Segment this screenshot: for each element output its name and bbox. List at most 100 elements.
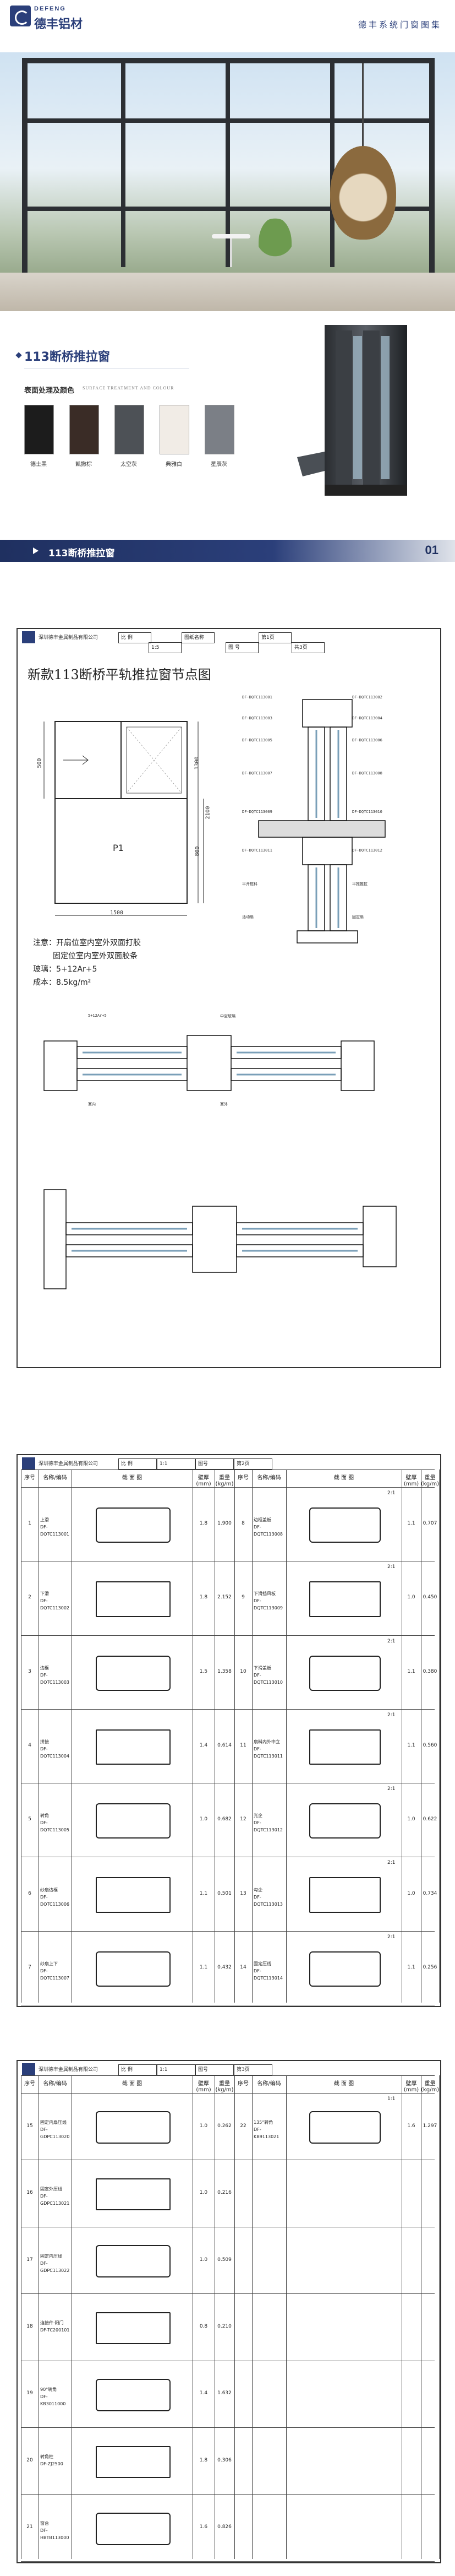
grid-line [21, 1635, 435, 1636]
weight: 0.256 [423, 1964, 437, 1970]
company-name: 深圳德丰金属制品有限公司 [39, 635, 98, 641]
grid-line [439, 2075, 440, 2559]
profile-section [309, 2111, 381, 2144]
profile-section [309, 1877, 381, 1913]
scale-label: 2:1 [387, 1786, 396, 1792]
dim-side: 500 [36, 758, 43, 768]
row-number: 22 [240, 2123, 246, 2129]
scale-label: 2:1 [387, 1490, 396, 1496]
grid-line [21, 2561, 435, 2562]
title-block-cell: 图号 [195, 2064, 234, 2075]
banner-title: 113断桥推拉窗 [48, 548, 115, 559]
dim-width: 1500 [110, 910, 124, 916]
color-swatch [114, 405, 144, 454]
grid-line [21, 1930, 435, 1932]
weight: 0.210 [217, 2324, 232, 2329]
color-swatch [69, 405, 99, 454]
scale-label: 1:1 [387, 2096, 396, 2102]
company-logo-icon [22, 1457, 35, 1469]
profile-code-label: DF-DQTC113008 [352, 771, 382, 775]
row-number: 20 [26, 2457, 33, 2463]
wall-thickness: 1.8 [199, 1521, 208, 1527]
weight: 0.306 [217, 2457, 232, 2463]
title-block-cell: 比 例 [118, 1458, 157, 1469]
table-header: 名称/编码 [43, 2081, 67, 2087]
brand-logo-en: DEFENG [34, 6, 66, 12]
weight: 0.216 [217, 2190, 232, 2196]
grid-line [286, 2075, 287, 2559]
window-elevation [43, 721, 204, 916]
weight: 0.707 [423, 1521, 437, 1527]
grid-line [21, 1469, 435, 1470]
color-swatch [160, 405, 189, 454]
company-logo-icon [22, 2063, 35, 2075]
profile-section [96, 2111, 171, 2144]
part-name: 下滑盖板 DF-DQTC113010 [254, 1665, 283, 1685]
part-name: 纱扇边框 DF-DQTC113006 [40, 1887, 69, 1907]
wall-thickness: 1.6 [199, 2524, 208, 2530]
profile-section [309, 1581, 381, 1617]
wall-thickness: 0.8 [199, 2324, 208, 2329]
part-name: 固定压线 DF-DQTC113014 [254, 1961, 283, 1981]
part-name: 上滑 DF-DQTC113001 [40, 1517, 69, 1537]
row-number: 13 [240, 1890, 246, 1896]
table-header: 重量 (kg/m) [215, 1475, 234, 1487]
weight: 0.622 [423, 1816, 437, 1823]
title-block-cell: 图号 [195, 1458, 234, 1469]
part-name: 纱扇上下 DF-DQTC113007 [40, 1961, 69, 1981]
brand-logo-cn: 德丰铝材 [34, 18, 83, 31]
diamond-icon [15, 352, 22, 359]
plant-icon [259, 218, 292, 267]
grid-line [21, 1487, 435, 1488]
profile-code-label: DF-DQTC113002 [352, 695, 382, 699]
title-block-cell: 第3页 [234, 2064, 272, 2075]
wall-thickness: 1.0 [199, 2190, 208, 2196]
grid-line [21, 2494, 435, 2495]
table-header: 壁厚 (mm) [403, 1475, 419, 1487]
table-header: 壁厚 (mm) [196, 2081, 211, 2093]
profile-section [309, 1803, 381, 1839]
color-swatch-name: 凯撒棕 [75, 462, 92, 468]
title-block-cell: 比 例 [118, 2064, 157, 2075]
profile-code-label: DF-DQTC113003 [242, 716, 272, 720]
profile-code-label: DF-DQTC113010 [352, 810, 382, 814]
brand-header [0, 0, 455, 52]
profile-code-label: DF-DQTC113001 [242, 695, 272, 699]
row-number: 17 [26, 2257, 33, 2263]
note-1: 注意：开扇位室内室外双面打胶 [33, 939, 141, 947]
profile-code-label: DF-DQTC113004 [352, 716, 382, 720]
row-number: 15 [26, 2123, 33, 2129]
row-number: 8 [242, 1521, 245, 1527]
company-logo-icon [22, 631, 35, 643]
profile-section [96, 1655, 171, 1691]
title-block-cell: 共3页 [292, 642, 325, 653]
grid-line [286, 1469, 287, 2003]
title-block-cell: 1:1 [157, 1458, 195, 1469]
row-number: 5 [28, 1816, 31, 1823]
title-block-cell: 图 号 [226, 642, 259, 653]
color-swatch-name: 德士黑 [30, 462, 47, 468]
horizontal-section-drawing-2 [43, 1189, 397, 1289]
note-2: 固定位室内室外双面胶条 [53, 952, 138, 961]
color-swatch [24, 405, 54, 454]
profile-section [96, 2512, 171, 2545]
hero-photo [0, 52, 455, 311]
part-name: 固定内压线 DF-GDPC113022 [40, 2253, 70, 2273]
part-name: 拼接 DF-DQTC113004 [40, 1739, 69, 1759]
weight: 1.900 [217, 1521, 232, 1527]
dim-height: 2100 [205, 806, 211, 820]
profile-code-label: 5+12Ar+5 [88, 1013, 107, 1018]
scale-label: 2:1 [387, 1638, 396, 1644]
profile-section [96, 2312, 171, 2345]
title-block-cell: 图纸名称 [182, 632, 215, 643]
dim-upper: 1300 [194, 756, 200, 770]
wall-thickness: 1.8 [199, 2457, 208, 2463]
row-number: 7 [28, 1964, 31, 1970]
part-name: 连接件·阳门 DF-TC200101 [40, 2320, 70, 2333]
weight: 0.501 [217, 1890, 232, 1896]
section-banner [0, 540, 455, 562]
dim-lower: 800 [194, 846, 201, 856]
table-header: 重量 (kg/m) [421, 2081, 440, 2093]
profile-code-label: 室内 [88, 1102, 96, 1107]
profile-code-label: 室外 [220, 1102, 228, 1107]
